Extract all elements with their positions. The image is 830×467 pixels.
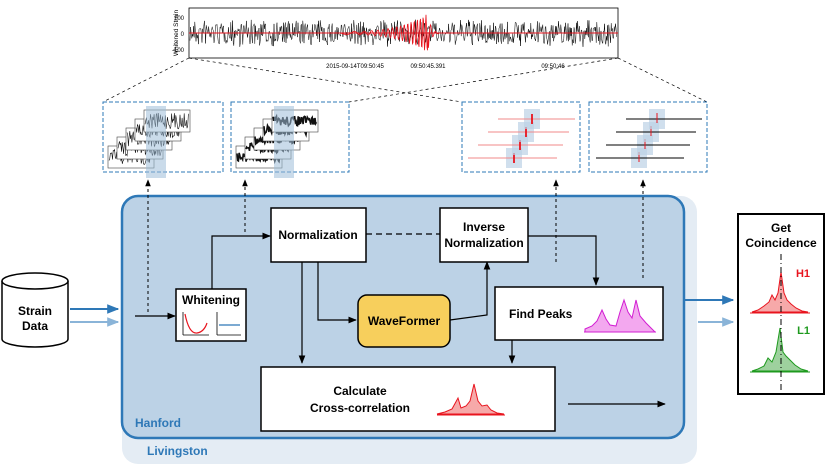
h1-label: H1 bbox=[796, 268, 810, 280]
cross-correlation-label: Cross-correlation bbox=[310, 401, 410, 415]
ytick-top: 100 bbox=[174, 16, 185, 22]
flow-arrows bbox=[135, 232, 666, 408]
peaks-icon bbox=[584, 298, 657, 333]
hanford-label: Hanford bbox=[135, 416, 181, 430]
find-peaks-label: Find Peaks bbox=[509, 307, 573, 321]
thumbnail-normalized-windows bbox=[230, 101, 350, 178]
l1-peak-icon bbox=[751, 327, 809, 372]
cross-correlation-block: Calculate Cross-correlation bbox=[260, 366, 556, 432]
data-label: Data bbox=[22, 319, 48, 333]
find-peaks-block: Find Peaks bbox=[494, 286, 664, 341]
xtick-end: 09:50:46 bbox=[541, 64, 565, 70]
plot-ylabel: Whitened Strain bbox=[173, 9, 180, 56]
window-highlight bbox=[146, 106, 166, 178]
get-label: Get bbox=[771, 221, 791, 235]
inverse-label: Inverse bbox=[463, 220, 505, 234]
thumbnail-inverse-windows bbox=[588, 101, 708, 173]
window-highlight bbox=[274, 106, 294, 178]
ytick-bottom: -100 bbox=[172, 48, 185, 54]
strain-data-cylinder: Strain Data bbox=[1, 272, 69, 348]
calculate-label: Calculate bbox=[333, 384, 387, 398]
chirp-signal bbox=[339, 14, 441, 51]
thumbnail-arrows bbox=[145, 179, 646, 312]
strain-label: Strain bbox=[18, 304, 52, 318]
xtick-start: 2015-09-14T09:50:45 bbox=[326, 64, 384, 70]
normalization-label: Normalization bbox=[278, 228, 357, 242]
thumbnail-reconstructed-windows bbox=[461, 101, 581, 173]
correlation-peak-icon bbox=[436, 383, 505, 415]
coincidence-block: Get Coincidence H1 L1 bbox=[737, 213, 825, 395]
thumbnail-raw-windows bbox=[102, 101, 224, 178]
whitened-strain-plot: Whitened Strain 100 0 -100 2015-09-14T09… bbox=[172, 7, 619, 70]
inverse-normalization-label: Normalization bbox=[444, 236, 523, 250]
ytick-mid: 0 bbox=[181, 32, 185, 38]
livingston-label: Livingston bbox=[147, 444, 208, 458]
normalization-block: Normalization bbox=[270, 207, 367, 263]
whitening-label: Whitening bbox=[182, 293, 240, 307]
coincidence-label: Coincidence bbox=[745, 236, 817, 250]
l1-label: L1 bbox=[797, 325, 810, 337]
inverse-normalization-block: Inverse Normalization bbox=[439, 207, 529, 263]
whitening-block: Whitening bbox=[175, 288, 247, 342]
whitening-curve-icon bbox=[182, 312, 209, 336]
flat-spectrum-icon bbox=[216, 312, 241, 336]
xtick-merger: 09:50:45.391 bbox=[410, 64, 446, 70]
projection-lines bbox=[102, 57, 708, 103]
waveformer-block: WaveFormer bbox=[357, 294, 451, 348]
waveformer-label: WaveFormer bbox=[368, 314, 441, 328]
chirp-path bbox=[339, 14, 441, 51]
